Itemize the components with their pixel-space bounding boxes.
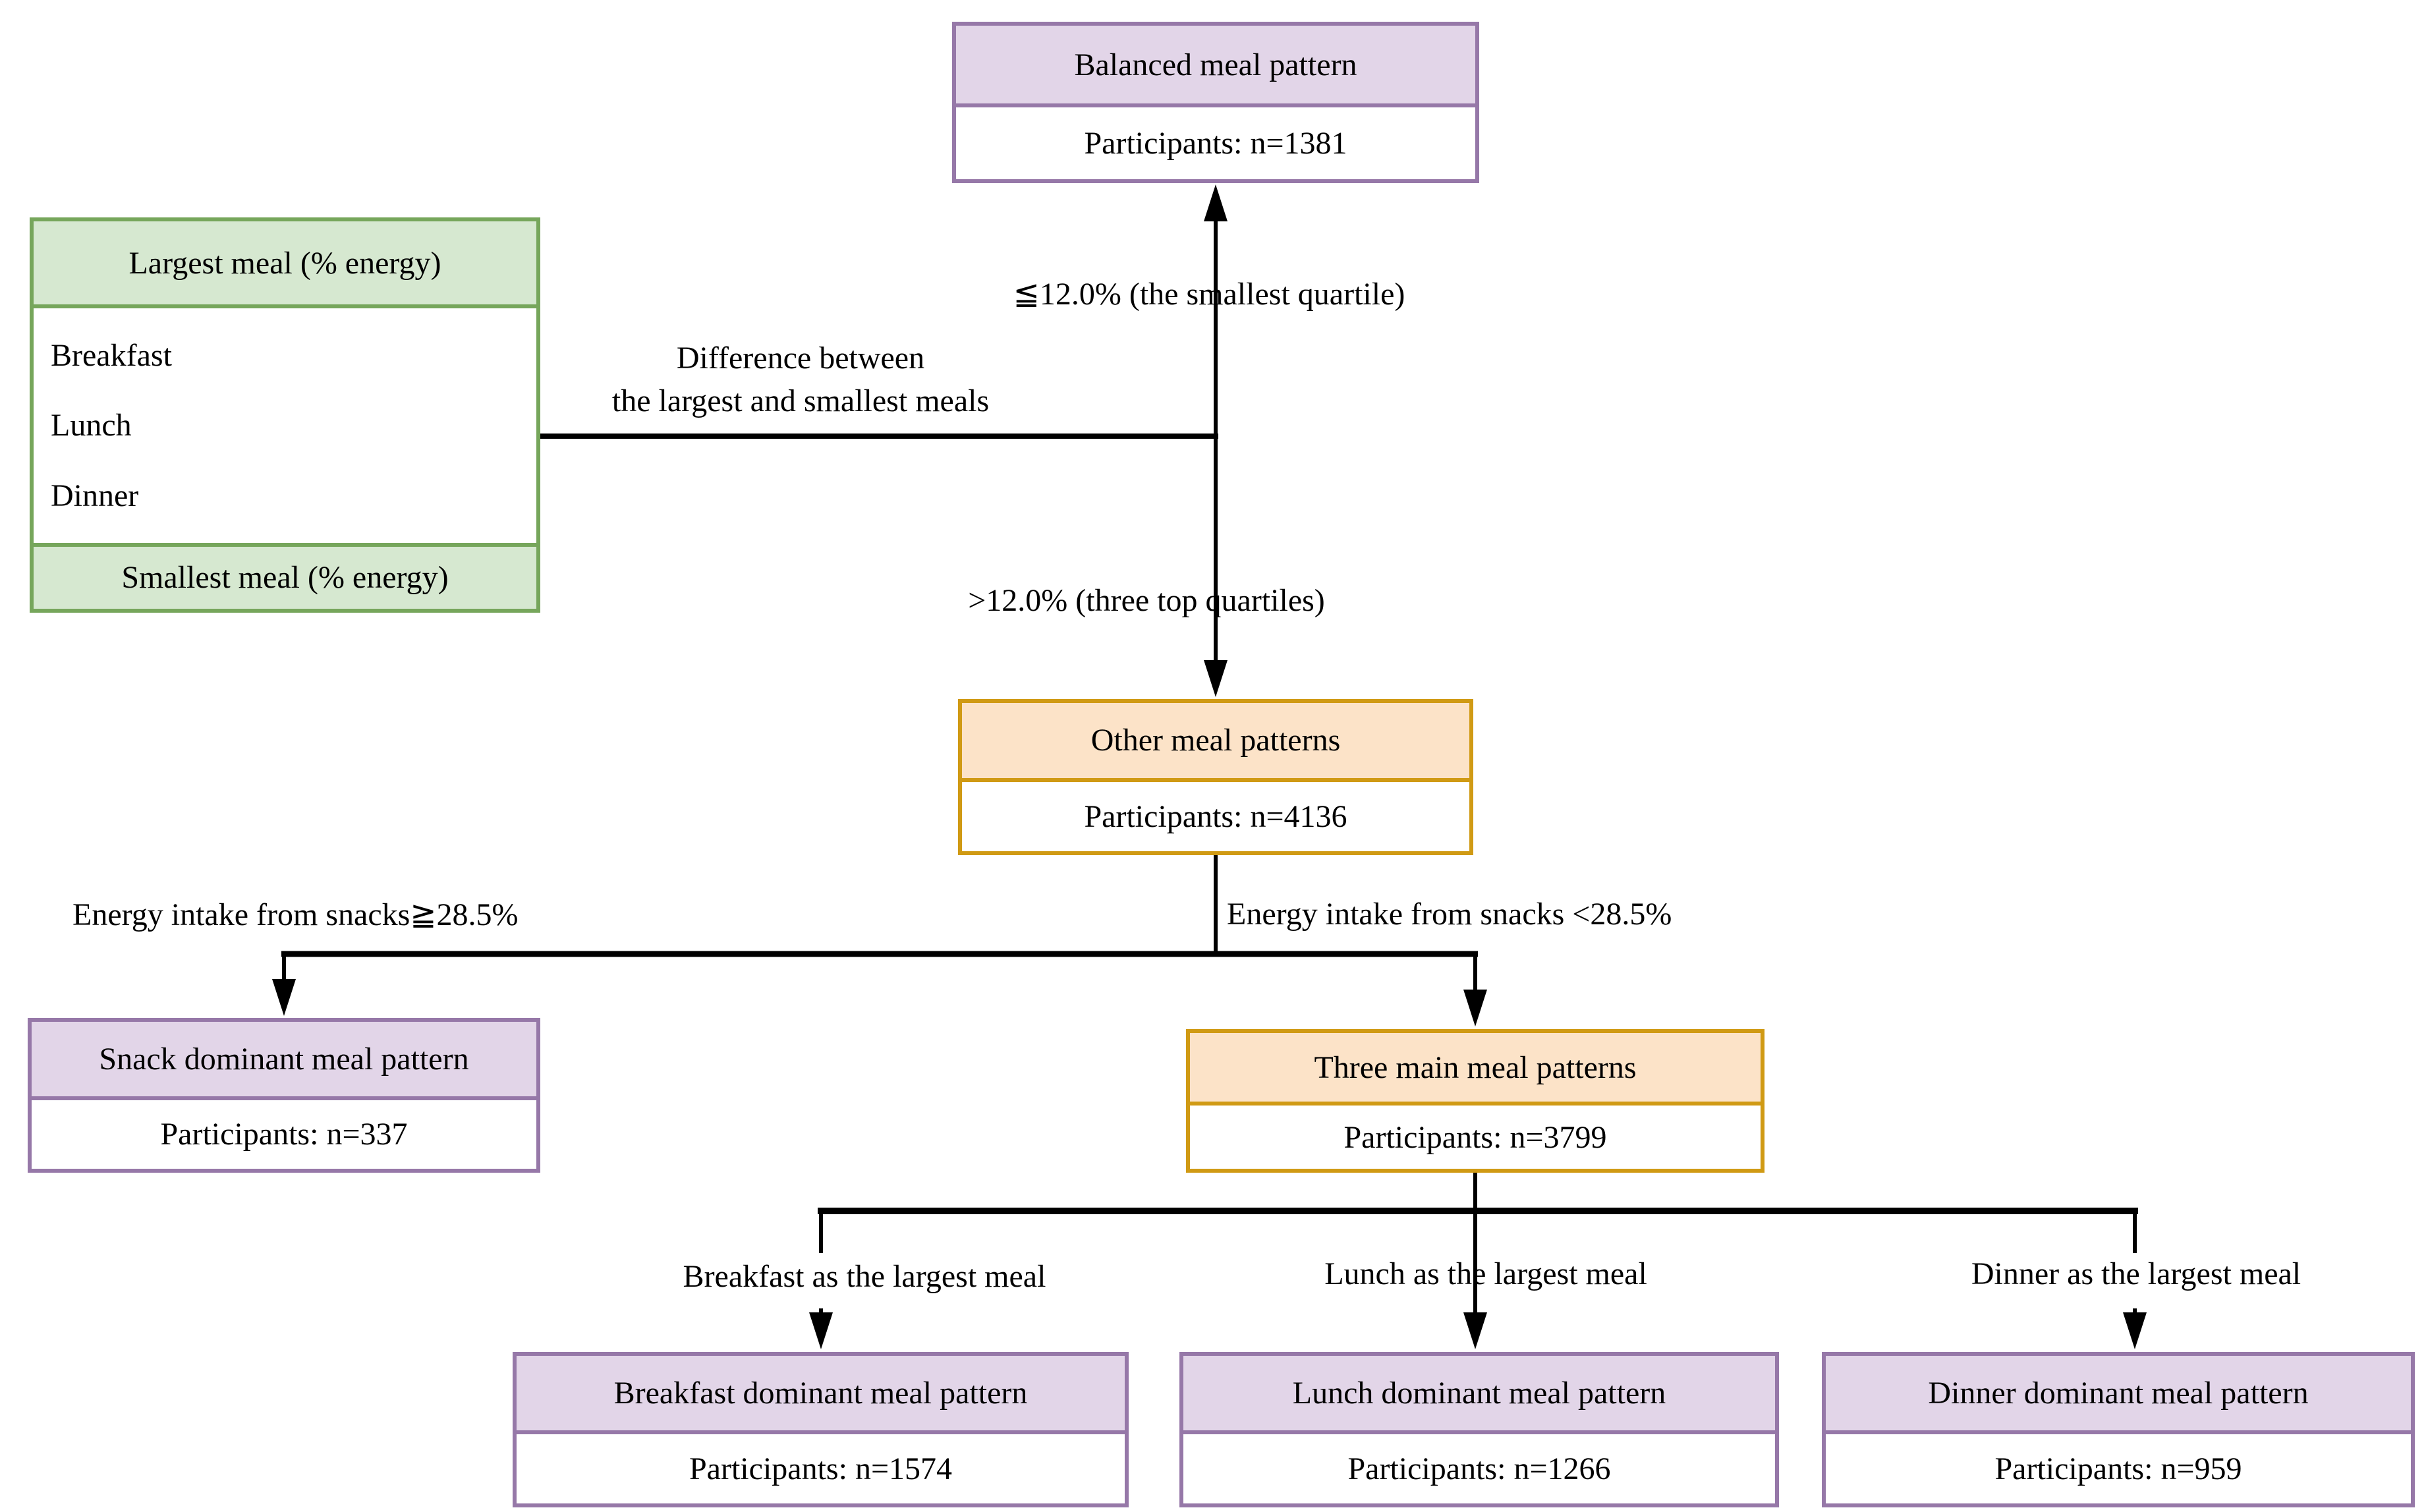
- node-breakfast-title: Breakfast dominant meal pattern: [517, 1356, 1125, 1435]
- criteria-footer: Smallest meal (% energy): [34, 542, 536, 609]
- node-other-meal-patterns: Other meal patterns Participants: n=4136: [958, 699, 1473, 855]
- node-three-main-participants: Participants: n=3799: [1190, 1106, 1761, 1169]
- node-balanced-meal-pattern: Balanced meal pattern Participants: n=13…: [952, 22, 1479, 183]
- label-breakfast-largest: Breakfast as the largest meal: [683, 1259, 1046, 1294]
- label-dinner-largest: Dinner as the largest meal: [1971, 1256, 2301, 1291]
- label-snacks-lt: Energy intake from snacks <28.5%: [1227, 897, 1672, 932]
- arrowhead-three-main: [1463, 990, 1487, 1026]
- label-difference-line1: Difference between: [676, 341, 925, 376]
- node-breakfast-participants: Participants: n=1574: [517, 1434, 1125, 1503]
- node-other-participants: Participants: n=4136: [962, 781, 1469, 851]
- node-snack-title: Snack dominant meal pattern: [32, 1022, 536, 1100]
- node-dinner-title: Dinner dominant meal pattern: [1826, 1356, 2411, 1435]
- node-lunch-title: Lunch dominant meal pattern: [1183, 1356, 1775, 1435]
- node-balanced-participants: Participants: n=1381: [956, 107, 1475, 179]
- node-breakfast-dominant: Breakfast dominant meal pattern Particip…: [513, 1352, 1129, 1507]
- label-smallest-quartile: ≦12.0% (the smallest quartile): [1013, 277, 1405, 312]
- criteria-row-lunch: Lunch: [51, 408, 132, 443]
- criteria-row-dinner: Dinner: [51, 478, 139, 513]
- arrowhead-breakfast: [809, 1312, 833, 1349]
- label-difference-line2: the largest and smallest meals: [611, 383, 990, 418]
- node-snack-dominant: Snack dominant meal pattern Participants…: [28, 1018, 540, 1173]
- node-three-main-title: Three main meal patterns: [1190, 1033, 1761, 1106]
- criteria-header: Largest meal (% energy): [34, 221, 536, 308]
- arrowhead-balanced: [1204, 184, 1228, 221]
- node-dinner-participants: Participants: n=959: [1826, 1434, 2411, 1503]
- node-snack-participants: Participants: n=337: [32, 1100, 536, 1169]
- arrowhead-dinner: [2123, 1312, 2147, 1349]
- label-lunch-largest: Lunch as the largest meal: [1324, 1256, 1647, 1291]
- arrowhead-lunch: [1463, 1312, 1487, 1349]
- arrowhead-other: [1204, 660, 1228, 697]
- criteria-row-breakfast: Breakfast: [51, 337, 172, 373]
- node-dinner-dominant: Dinner dominant meal pattern Participant…: [1822, 1352, 2415, 1507]
- node-three-main-meal-patterns: Three main meal patterns Participants: n…: [1186, 1029, 1765, 1173]
- node-balanced-title: Balanced meal pattern: [956, 26, 1475, 108]
- criteria-rows: Breakfast Lunch Dinner: [34, 308, 536, 543]
- node-other-title: Other meal patterns: [962, 703, 1469, 782]
- label-snacks-ge: Energy intake from snacks≧28.5%: [72, 897, 519, 932]
- label-difference: Difference between the largest and small…: [612, 337, 989, 423]
- label-top-quartiles: >12.0% (three top quartiles): [968, 583, 1325, 618]
- node-meal-criteria: Largest meal (% energy) Breakfast Lunch …: [30, 217, 540, 613]
- arrowhead-snack: [272, 979, 296, 1016]
- node-lunch-participants: Participants: n=1266: [1183, 1434, 1775, 1503]
- node-lunch-dominant: Lunch dominant meal pattern Participants…: [1179, 1352, 1779, 1507]
